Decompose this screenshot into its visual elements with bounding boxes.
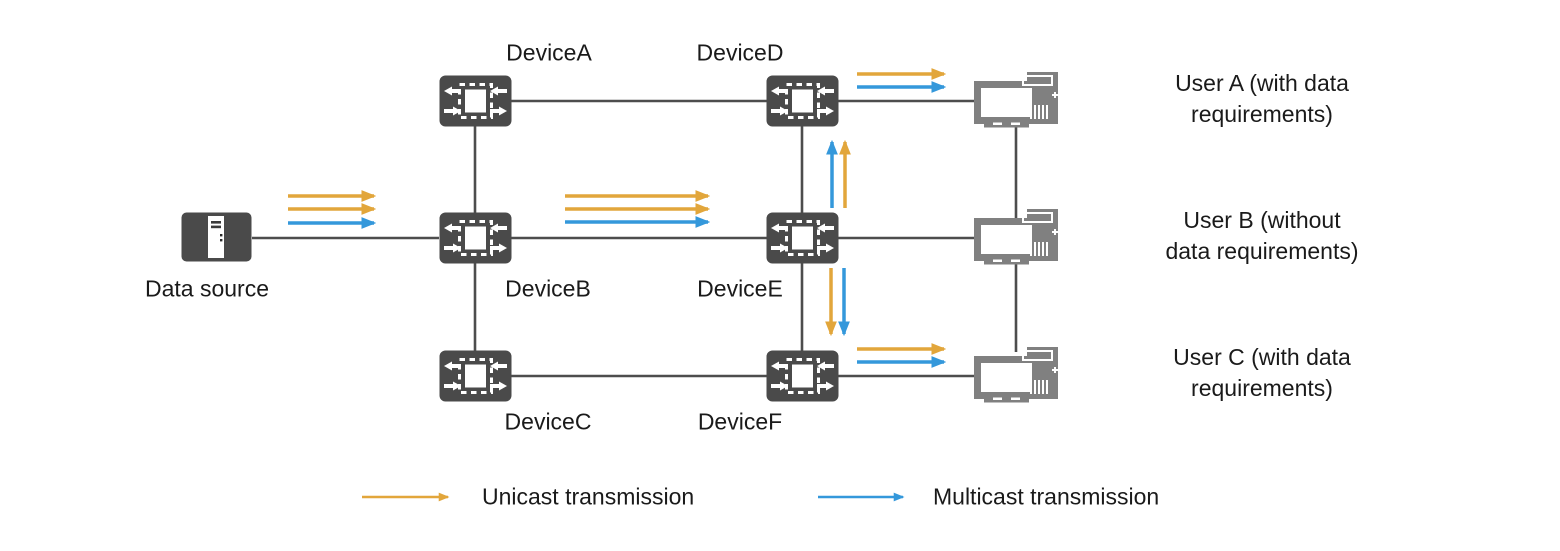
userB-label: User B (without data requirements) [1165, 205, 1358, 267]
deviceC-label: DeviceC [504, 408, 592, 435]
userA-label-line2: requirements) [1191, 101, 1333, 127]
deviceA-switch-icon [439, 75, 512, 127]
userC-computer-icon [974, 347, 1058, 405]
flow-deviceE-to-deviceF [825, 268, 850, 337]
flow-source-to-deviceB [288, 190, 377, 229]
flow-deviceB-to-deviceE [565, 190, 711, 228]
data-source-label: Data source [144, 275, 270, 302]
flow-deviceF-to-userC [857, 343, 947, 368]
deviceB-label: DeviceB [505, 275, 591, 302]
userC-label: User C (with data requirements) [1173, 342, 1351, 404]
userC-label-line1: User C (with data [1173, 344, 1351, 370]
userB-computer-icon [974, 209, 1058, 267]
userA-computer-icon [974, 72, 1058, 130]
userB-label-line2: data requirements) [1165, 238, 1359, 264]
data-source-server-icon [181, 212, 252, 262]
legend-unicast-label: Unicast transmission [482, 483, 695, 510]
deviceD-label: DeviceD [696, 39, 784, 66]
topology-links [252, 99, 1018, 378]
deviceA-label: DeviceA [506, 39, 592, 66]
userA-label: User A (with data requirements) [1175, 68, 1349, 130]
deviceE-label: DeviceE [697, 275, 783, 302]
userA-label-line1: User A (with data [1175, 70, 1349, 96]
deviceD-switch-icon [766, 75, 839, 127]
userB-label-line1: User B (without [1183, 207, 1341, 233]
deviceF-label: DeviceF [697, 408, 783, 435]
deviceF-switch-icon [766, 350, 839, 402]
flow-deviceE-to-deviceD [826, 139, 851, 208]
deviceC-switch-icon [439, 350, 512, 402]
flow-deviceD-to-userA [857, 68, 947, 93]
deviceE-switch-icon [766, 212, 839, 264]
userC-label-line2: requirements) [1191, 375, 1333, 401]
legend-multicast-label: Multicast transmission [933, 483, 1160, 510]
deviceB-switch-icon [439, 212, 512, 264]
